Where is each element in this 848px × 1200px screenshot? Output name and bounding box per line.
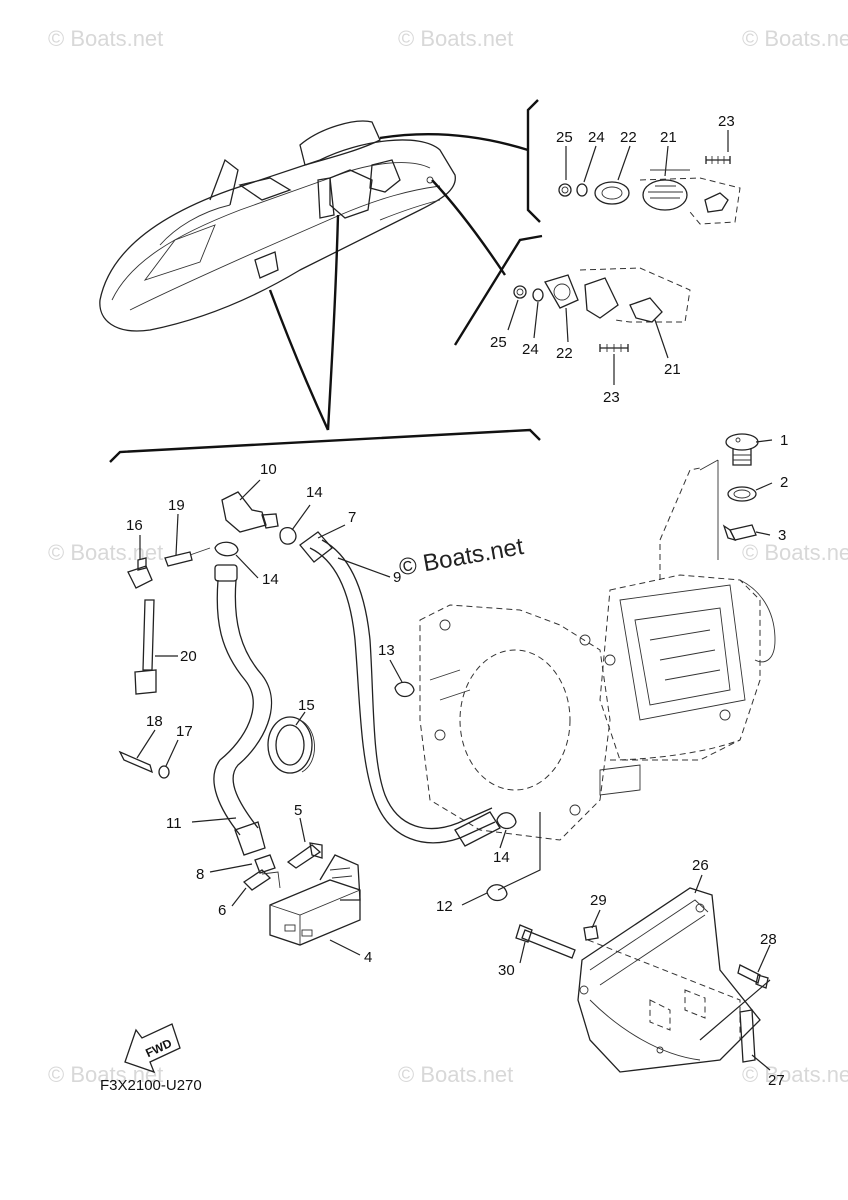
callout-23-upper: 23 — [718, 113, 735, 130]
diagram-code: F3X2100-U270 — [100, 1077, 202, 1094]
hose-9-end — [454, 811, 501, 847]
callout-21-lower: 21 — [664, 361, 681, 378]
callout-4: 4 — [364, 949, 372, 966]
part-26-intake-grate — [577, 887, 761, 1073]
hose-11-outline — [232, 579, 273, 829]
callout-22-lower: 22 — [556, 345, 573, 362]
watermark: © Boats.net — [398, 1062, 513, 1087]
parts-1-2-3 — [699, 433, 759, 560]
watermark: © Boats.net — [742, 1062, 848, 1087]
part-5-pin-head — [309, 842, 323, 859]
clamp-13 — [394, 681, 415, 698]
overview-leader — [379, 133, 529, 152]
part-15-grommet — [267, 716, 315, 774]
callout-22-upper: 22 — [620, 129, 637, 146]
callout-leaders — [136, 439, 773, 1071]
part-8-joint — [254, 854, 276, 874]
callout-25-lower: 25 — [490, 334, 507, 351]
part-30-bolt-head — [515, 924, 533, 943]
part-16-clip-tab — [137, 557, 147, 571]
callout-6: 6 — [218, 902, 226, 919]
hose-9-end — [299, 531, 333, 563]
upper-detail — [558, 130, 741, 225]
part-5-pin — [286, 844, 322, 869]
callout-18: 18 — [146, 713, 163, 730]
callout-26: 26 — [692, 857, 709, 874]
part-10-elbow-tip — [261, 513, 279, 529]
clamp-12 — [486, 884, 508, 902]
clamp-14 — [279, 526, 297, 545]
hose-9 — [309, 547, 496, 844]
callout-12: 12 — [436, 898, 453, 915]
watermark: © Boats.net — [398, 26, 513, 51]
overview-leader — [326, 214, 340, 431]
hose-11-end — [234, 821, 266, 856]
callout-16: 16 — [126, 517, 143, 534]
callout-19: 19 — [168, 497, 185, 514]
watermark: © Boats.net — [48, 540, 163, 565]
callout-14a: 14 — [306, 484, 323, 501]
callout-29: 29 — [590, 892, 607, 909]
overview-leader — [268, 289, 330, 431]
callout-23-lower: 23 — [603, 389, 620, 406]
watermark: © Boats.net — [48, 1062, 163, 1087]
callout-13: 13 — [378, 642, 395, 659]
part-20-cable-tie — [142, 599, 155, 671]
callout-17: 17 — [176, 723, 193, 740]
watermark: © Boats.net — [742, 540, 848, 565]
callout-1: 1 — [780, 432, 788, 449]
clamp-14 — [496, 812, 517, 830]
watercraft-overview — [99, 120, 456, 332]
callout-20: 20 — [180, 648, 197, 665]
hose-11-end — [214, 564, 238, 582]
callout-11: 11 — [166, 815, 182, 832]
callout-14c: 14 — [493, 849, 510, 866]
hose-11 — [213, 579, 254, 836]
fwd-label: FWD — [143, 1036, 174, 1060]
detail-bracket — [453, 234, 543, 346]
callout-15: 15 — [298, 697, 315, 714]
part-28-bolt-head — [755, 974, 769, 989]
part-28-bolt — [737, 964, 761, 984]
callout-8: 8 — [196, 866, 204, 883]
part-19-pin — [164, 551, 193, 567]
callout-9: 9 — [393, 569, 401, 586]
jet-pump-housing — [419, 467, 776, 841]
part-10-elbow — [221, 491, 267, 533]
watermark-layer: © Boats.net © Boats.net © Boats.net © Bo… — [48, 26, 848, 1087]
callout-30: 30 — [498, 962, 515, 979]
part-6-joint — [242, 869, 272, 891]
callout-5: 5 — [294, 802, 302, 819]
part-16-clip — [127, 565, 153, 589]
part-18-pin — [118, 750, 154, 774]
callout-10: 10 — [260, 461, 277, 478]
callout-14b: 14 — [262, 571, 279, 588]
part-20-cable-tie-head — [134, 669, 157, 695]
center-watermark: © Boats.net — [397, 533, 526, 581]
main-bracket — [109, 428, 541, 463]
callout-2: 2 — [780, 474, 788, 491]
overview-leader — [431, 179, 506, 276]
clamp-14 — [214, 541, 239, 557]
detail-bracket — [526, 99, 541, 223]
part-30-bolt — [521, 929, 576, 959]
callout-28: 28 — [760, 931, 777, 948]
callout-3: 3 — [778, 527, 786, 544]
part-4-housing — [269, 854, 361, 946]
watermark: © Boats.net — [742, 26, 848, 51]
hose-9-outline — [321, 539, 493, 830]
part-17-washer — [158, 765, 170, 779]
lower-detail — [507, 267, 691, 385]
callout-25-upper: 25 — [556, 129, 573, 146]
callout-24-lower: 24 — [522, 341, 539, 358]
watermark: © Boats.net — [48, 26, 163, 51]
callout-7: 7 — [348, 509, 356, 526]
callout-24-upper: 24 — [588, 129, 605, 146]
callout-labels: 1 2 3 4 5 6 7 8 9 10 11 12 13 14 14 14 1… — [126, 113, 788, 1089]
callout-27: 27 — [768, 1072, 785, 1089]
part-29-nut — [583, 925, 599, 941]
callout-21-upper: 21 — [660, 129, 677, 146]
